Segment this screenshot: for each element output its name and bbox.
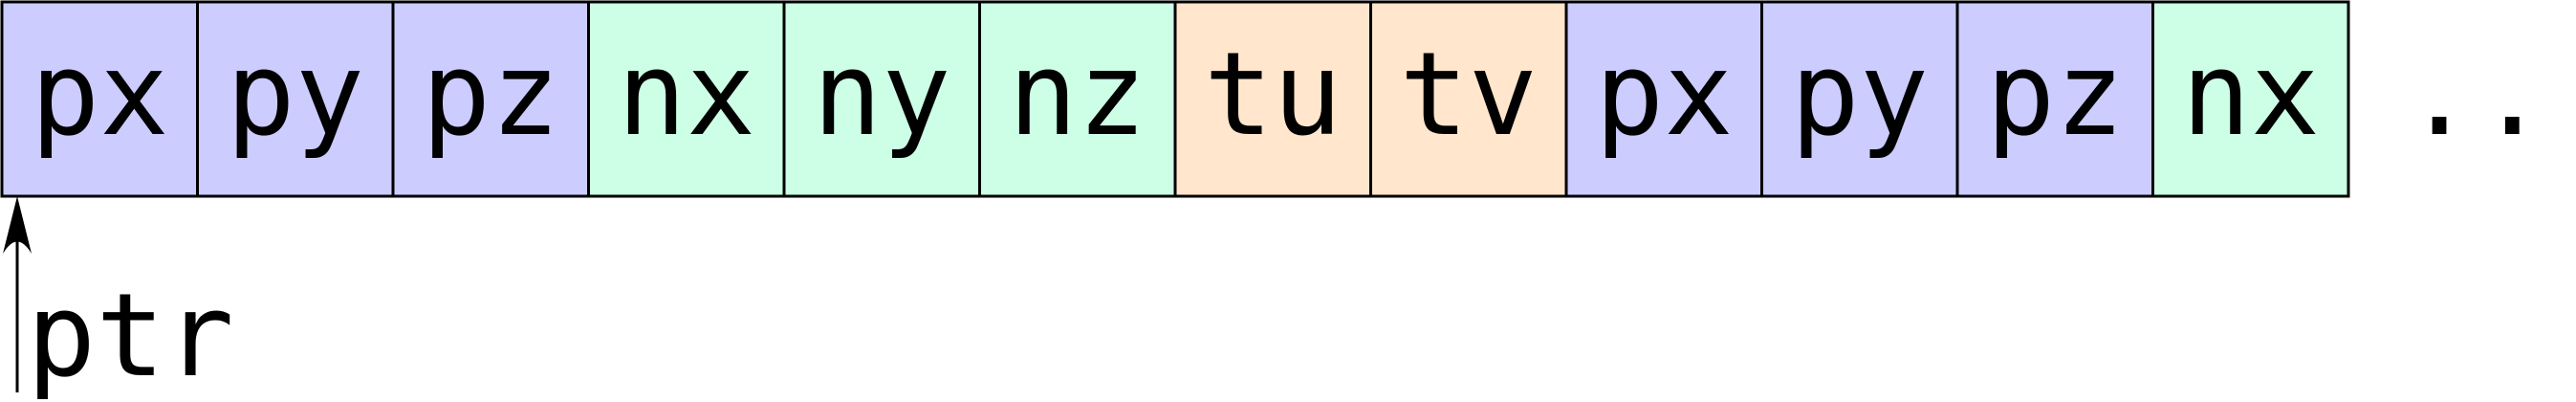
- cell-background: [587, 0, 786, 198]
- ellipsis: ...: [2405, 29, 2576, 162]
- cell-background: [782, 0, 981, 198]
- pointer-label: ptr: [27, 270, 234, 402]
- cell-background: [0, 0, 199, 198]
- buffer-cell-nz: nz: [978, 0, 1177, 198]
- cell-label: px: [1595, 29, 1734, 162]
- buffer-cell-nx: nx: [587, 0, 786, 198]
- buffer-cell-nx: nx: [2151, 0, 2350, 198]
- buffer-cell-tu: tu: [1173, 0, 1372, 198]
- cell-background: [978, 0, 1177, 198]
- buffer-cell-px: px: [0, 0, 199, 198]
- cell-label: nx: [2182, 29, 2321, 162]
- buffer-cell-ny: ny: [782, 0, 981, 198]
- cell-label: nx: [618, 29, 756, 162]
- cell-label: pz: [1986, 29, 2125, 162]
- cell-label: ny: [813, 29, 951, 162]
- cell-background: [1369, 0, 1568, 198]
- buffer-cell-pz: pz: [391, 0, 590, 198]
- buffer-cell-px: px: [1564, 0, 1763, 198]
- cell-label: px: [31, 29, 169, 162]
- buffer-cell-py: py: [196, 0, 395, 198]
- buffer-cell-tv: tv: [1369, 0, 1568, 198]
- cell-background: [2151, 0, 2350, 198]
- cell-label: nz: [1009, 29, 1147, 162]
- buffer-cell-pz: pz: [1955, 0, 2154, 198]
- cell-label: py: [227, 29, 365, 162]
- pointer-arrow: [3, 196, 32, 392]
- cell-label: tu: [1204, 29, 1343, 162]
- cell-label: py: [1791, 29, 1930, 162]
- buffer-cell-py: py: [1760, 0, 1959, 198]
- cell-background: [1564, 0, 1763, 198]
- cell-background: [1760, 0, 1959, 198]
- cell-label: tv: [1400, 29, 1539, 162]
- cell-background: [391, 0, 590, 198]
- cell-label: pz: [422, 29, 560, 162]
- cell-background: [1173, 0, 1372, 198]
- cell-background: [196, 0, 395, 198]
